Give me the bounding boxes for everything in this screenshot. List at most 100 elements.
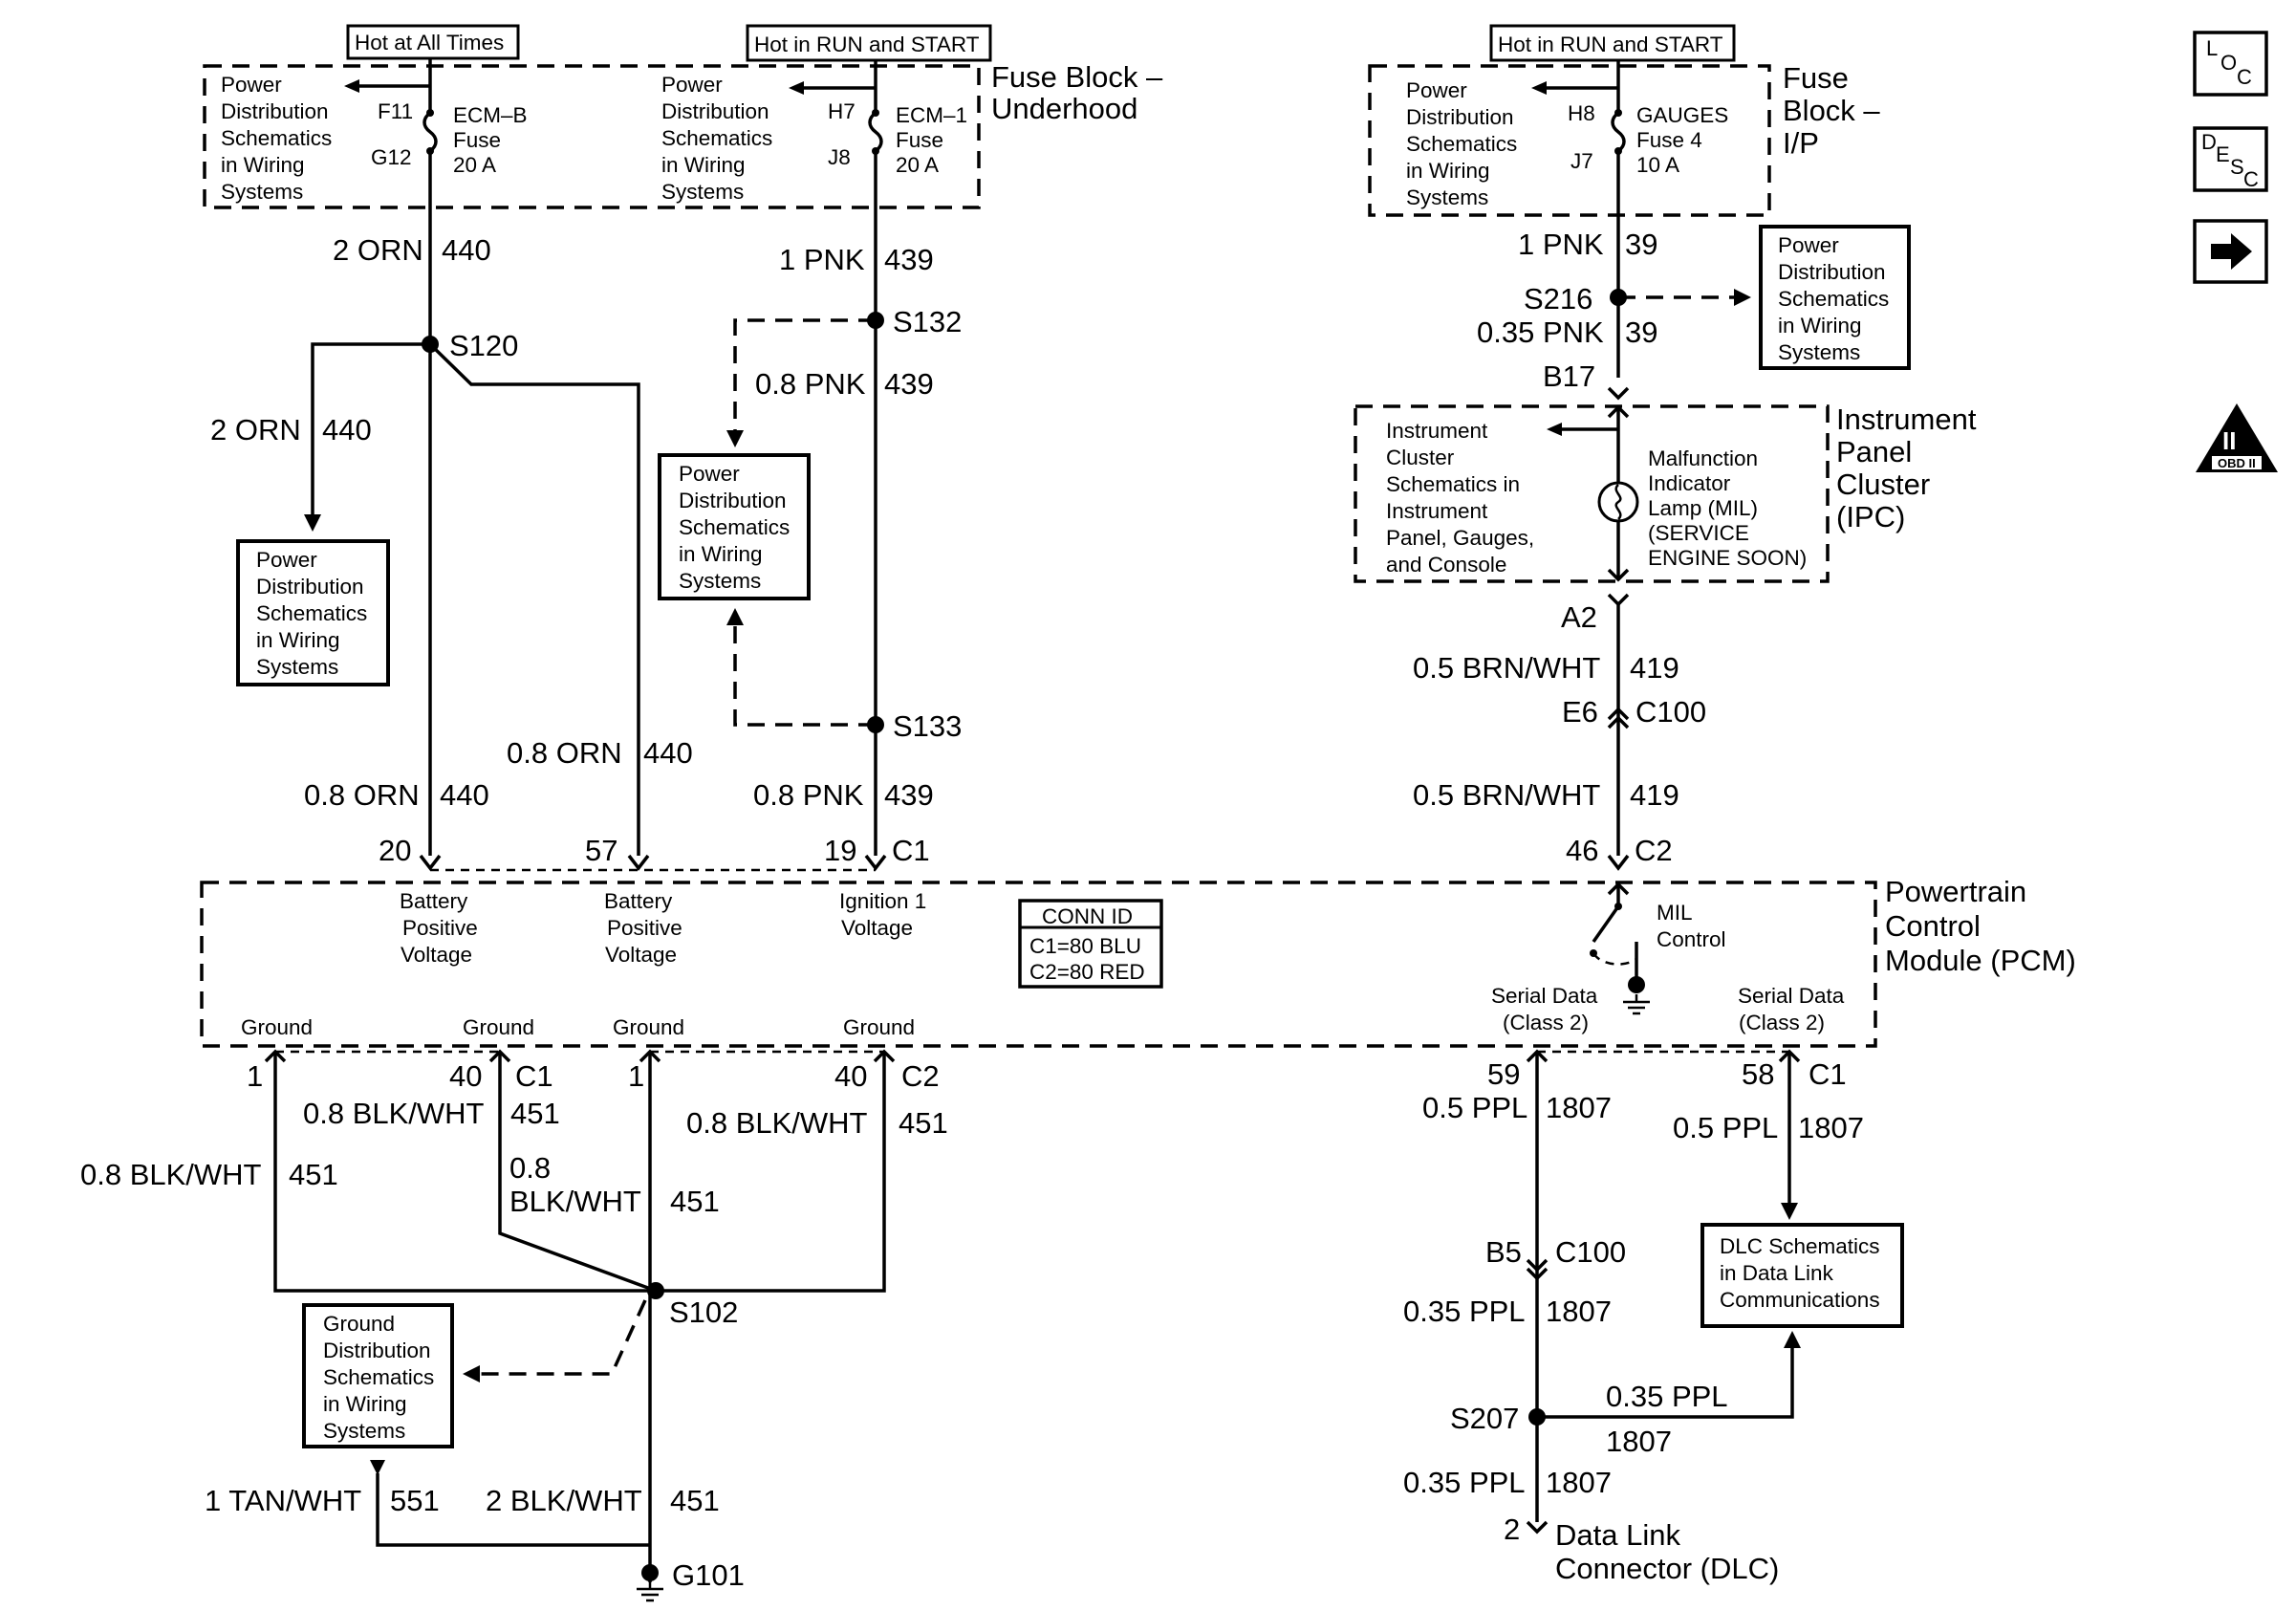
- pcm-ignition: Ignition 1 Voltage: [839, 889, 926, 940]
- wire-05brn-a: 0.5 BRN/WHT: [1413, 651, 1600, 685]
- wire-ppl-d: 0.35 PPL: [1606, 1380, 1728, 1413]
- svg-text:19: 19: [824, 834, 856, 867]
- fuse-block-underhood: Fuse Block – Underhood Hot at All Times …: [203, 24, 1163, 717]
- svg-text:Positive: Positive: [607, 916, 682, 940]
- hot-at-all-times-label: Hot at All Times: [355, 31, 504, 54]
- svg-text:Power: Power: [256, 548, 317, 572]
- wire-blk-c2: BLK/WHT: [509, 1185, 641, 1218]
- splice-s102: [647, 1282, 664, 1299]
- location-button[interactable]: L O C: [2193, 31, 2268, 97]
- ecm1-name: ECM–1: [896, 103, 967, 127]
- svg-text:Distribution: Distribution: [1778, 260, 1886, 284]
- circuit-440-a: 440: [442, 233, 491, 267]
- gauges-rating: 10 A: [1636, 153, 1679, 177]
- svg-text:C: C: [2237, 65, 2252, 89]
- svg-text:C1: C1: [892, 834, 930, 867]
- wire-1pnk-a: 1 PNK: [779, 243, 865, 276]
- svg-text:Control: Control: [1657, 927, 1726, 951]
- svg-text:Systems: Systems: [323, 1419, 405, 1443]
- svg-text:Distribution: Distribution: [661, 99, 769, 123]
- svg-text:Systems: Systems: [221, 180, 303, 204]
- svg-text:MIL: MIL: [1657, 901, 1693, 925]
- circuit-440-d: 440: [643, 736, 693, 770]
- circuit-419-a: 419: [1630, 651, 1679, 685]
- svg-text:Distribution: Distribution: [323, 1339, 431, 1362]
- ecmb-pin-in: F11: [378, 99, 413, 123]
- connector-c1-top: 20 57 19 C1: [379, 834, 930, 872]
- connector-c100-b: C100: [1555, 1235, 1626, 1269]
- svg-text:Systems: Systems: [256, 655, 338, 679]
- wire-ppl-c: 0.35 PPL: [1403, 1295, 1526, 1328]
- svg-text:Instrument: Instrument: [1386, 499, 1488, 523]
- svg-text:Malfunction: Malfunction: [1648, 446, 1758, 470]
- svg-text:Power: Power: [1406, 78, 1467, 102]
- wire-ppl-e: 0.35 PPL: [1403, 1466, 1526, 1499]
- svg-text:Lamp (MIL): Lamp (MIL): [1648, 496, 1758, 520]
- mil-control-switch: MIL Control: [1590, 882, 1726, 1015]
- conn-id-title: CONN ID: [1042, 904, 1133, 928]
- pds-ref-ip: Power Distribution Schematics in Wiring …: [1406, 78, 1517, 209]
- ecmb-name: ECM–B: [453, 103, 528, 127]
- next-page-button[interactable]: [2193, 219, 2268, 284]
- svg-text:II: II: [2222, 426, 2236, 455]
- wire-tan-wht: 1 TAN/WHT: [205, 1484, 361, 1517]
- svg-text:Ground: Ground: [463, 1015, 534, 1039]
- wire-05brn-b: 0.5 BRN/WHT: [1413, 778, 1600, 812]
- svg-text:Ground: Ground: [613, 1015, 684, 1039]
- circuit-1807-e: 1807: [1546, 1466, 1612, 1499]
- wire-blk-c1: 0.8: [509, 1151, 551, 1185]
- ipc-pin-b17: B17: [1543, 359, 1595, 393]
- circuit-419-b: 419: [1630, 778, 1679, 812]
- svg-text:Voltage: Voltage: [841, 916, 913, 940]
- pcm-bat2: Battery Positive Voltage: [604, 889, 682, 967]
- svg-text:in Wiring: in Wiring: [1406, 159, 1490, 183]
- circuit-439-a: 439: [884, 243, 934, 276]
- svg-text:Ground: Ground: [241, 1015, 313, 1039]
- svg-text:(Class 2): (Class 2): [1739, 1011, 1825, 1034]
- svg-text:in Wiring: in Wiring: [256, 628, 340, 652]
- svg-text:57: 57: [585, 834, 617, 867]
- powertrain-control-module: Powertrain Control Module (PCM) Battery …: [200, 875, 2076, 1048]
- wire-08pnk-a: 0.8 PNK: [755, 367, 866, 401]
- ipc-title-4: (IPC): [1836, 500, 1905, 533]
- pds-ref-middle: Power Distribution Schematics in Wiring …: [679, 462, 790, 593]
- svg-text:C2: C2: [901, 1059, 940, 1093]
- svg-text:in Data Link: in Data Link: [1720, 1261, 1834, 1285]
- svg-text:1: 1: [247, 1059, 263, 1093]
- svg-text:Schematics in: Schematics in: [1386, 472, 1520, 496]
- circuit-451-c: 451: [670, 1185, 720, 1218]
- orn-440-circuit: 2 ORN 440 S120 2 ORN 440 Power Distribut…: [210, 233, 693, 856]
- circuit-1807-a: 1807: [1546, 1091, 1612, 1124]
- svg-text:Schematics: Schematics: [323, 1365, 434, 1389]
- svg-text:40: 40: [449, 1059, 482, 1093]
- svg-text:Serial Data: Serial Data: [1738, 984, 1845, 1008]
- pin-e6: E6: [1562, 695, 1598, 729]
- connector-c2-top: C2: [1635, 834, 1673, 867]
- dlc-pin: 2: [1504, 1513, 1520, 1546]
- description-button[interactable]: D E S C: [2193, 126, 2268, 192]
- svg-text:Ground: Ground: [843, 1015, 915, 1039]
- ecm1-fuse: Fuse: [896, 128, 943, 152]
- pcm-title-3: Module (PCM): [1885, 944, 2076, 977]
- svg-text:Power: Power: [661, 73, 723, 97]
- svg-text:Battery: Battery: [400, 889, 468, 913]
- pcm-bat1: Battery Positive Voltage: [400, 889, 478, 967]
- svg-text:1: 1: [628, 1059, 644, 1093]
- svg-text:L: L: [2206, 36, 2218, 60]
- ecm1-pin-out: J8: [828, 145, 851, 169]
- fuse-block-ip-title-2: Block –: [1783, 94, 1880, 127]
- gauges-pin-in: H8: [1568, 101, 1595, 125]
- svg-text:in Wiring: in Wiring: [323, 1392, 407, 1416]
- circuit-439-c: 439: [884, 778, 934, 812]
- wire-2orn-b: 2 ORN: [210, 413, 301, 446]
- ground-circuit: S102 0.8 BLK/WHT 451 0.8 BLK/WHT 451 0.8…: [80, 1052, 948, 1602]
- ecm-1-fuse: H7 J8 ECM–1 Fuse 20 A: [789, 80, 967, 717]
- svg-text:Ignition 1: Ignition 1: [839, 889, 926, 913]
- dlc-label-2: Connector (DLC): [1555, 1552, 1779, 1585]
- conn-id-c1: C1=80 BLU: [1029, 934, 1141, 958]
- ground-g101-label: G101: [672, 1558, 745, 1592]
- wire-08orn-a: 0.8 ORN: [304, 778, 420, 812]
- pcm-serial1: Serial Data (Class 2): [1491, 984, 1598, 1034]
- fuse-block-ip-title: Fuse: [1783, 61, 1849, 95]
